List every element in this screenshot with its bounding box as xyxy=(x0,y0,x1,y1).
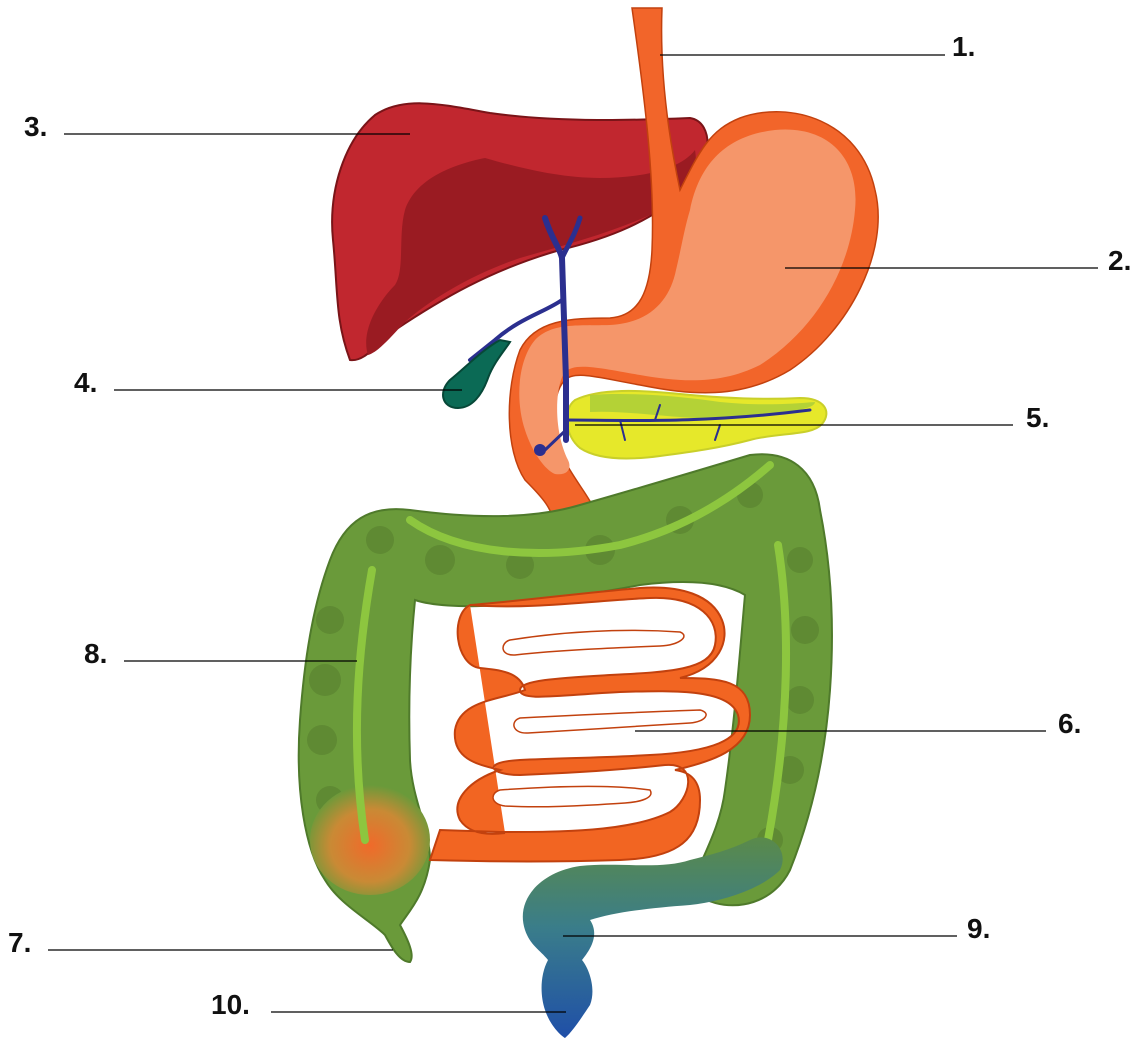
rectum xyxy=(523,837,783,1038)
label-10: 10. xyxy=(211,989,250,1020)
label-2: 2. xyxy=(1108,245,1131,276)
cecum xyxy=(310,785,430,895)
label-5: 5. xyxy=(1026,402,1049,433)
label-7: 7. xyxy=(8,927,31,958)
small-intestine xyxy=(430,587,750,861)
label-1: 1. xyxy=(952,31,975,62)
label-6: 6. xyxy=(1058,708,1081,739)
gallbladder xyxy=(443,340,510,408)
label-3: 3. xyxy=(24,111,47,142)
label-9: 9. xyxy=(967,913,990,944)
label-4: 4. xyxy=(74,367,97,398)
label-8: 8. xyxy=(84,638,107,669)
